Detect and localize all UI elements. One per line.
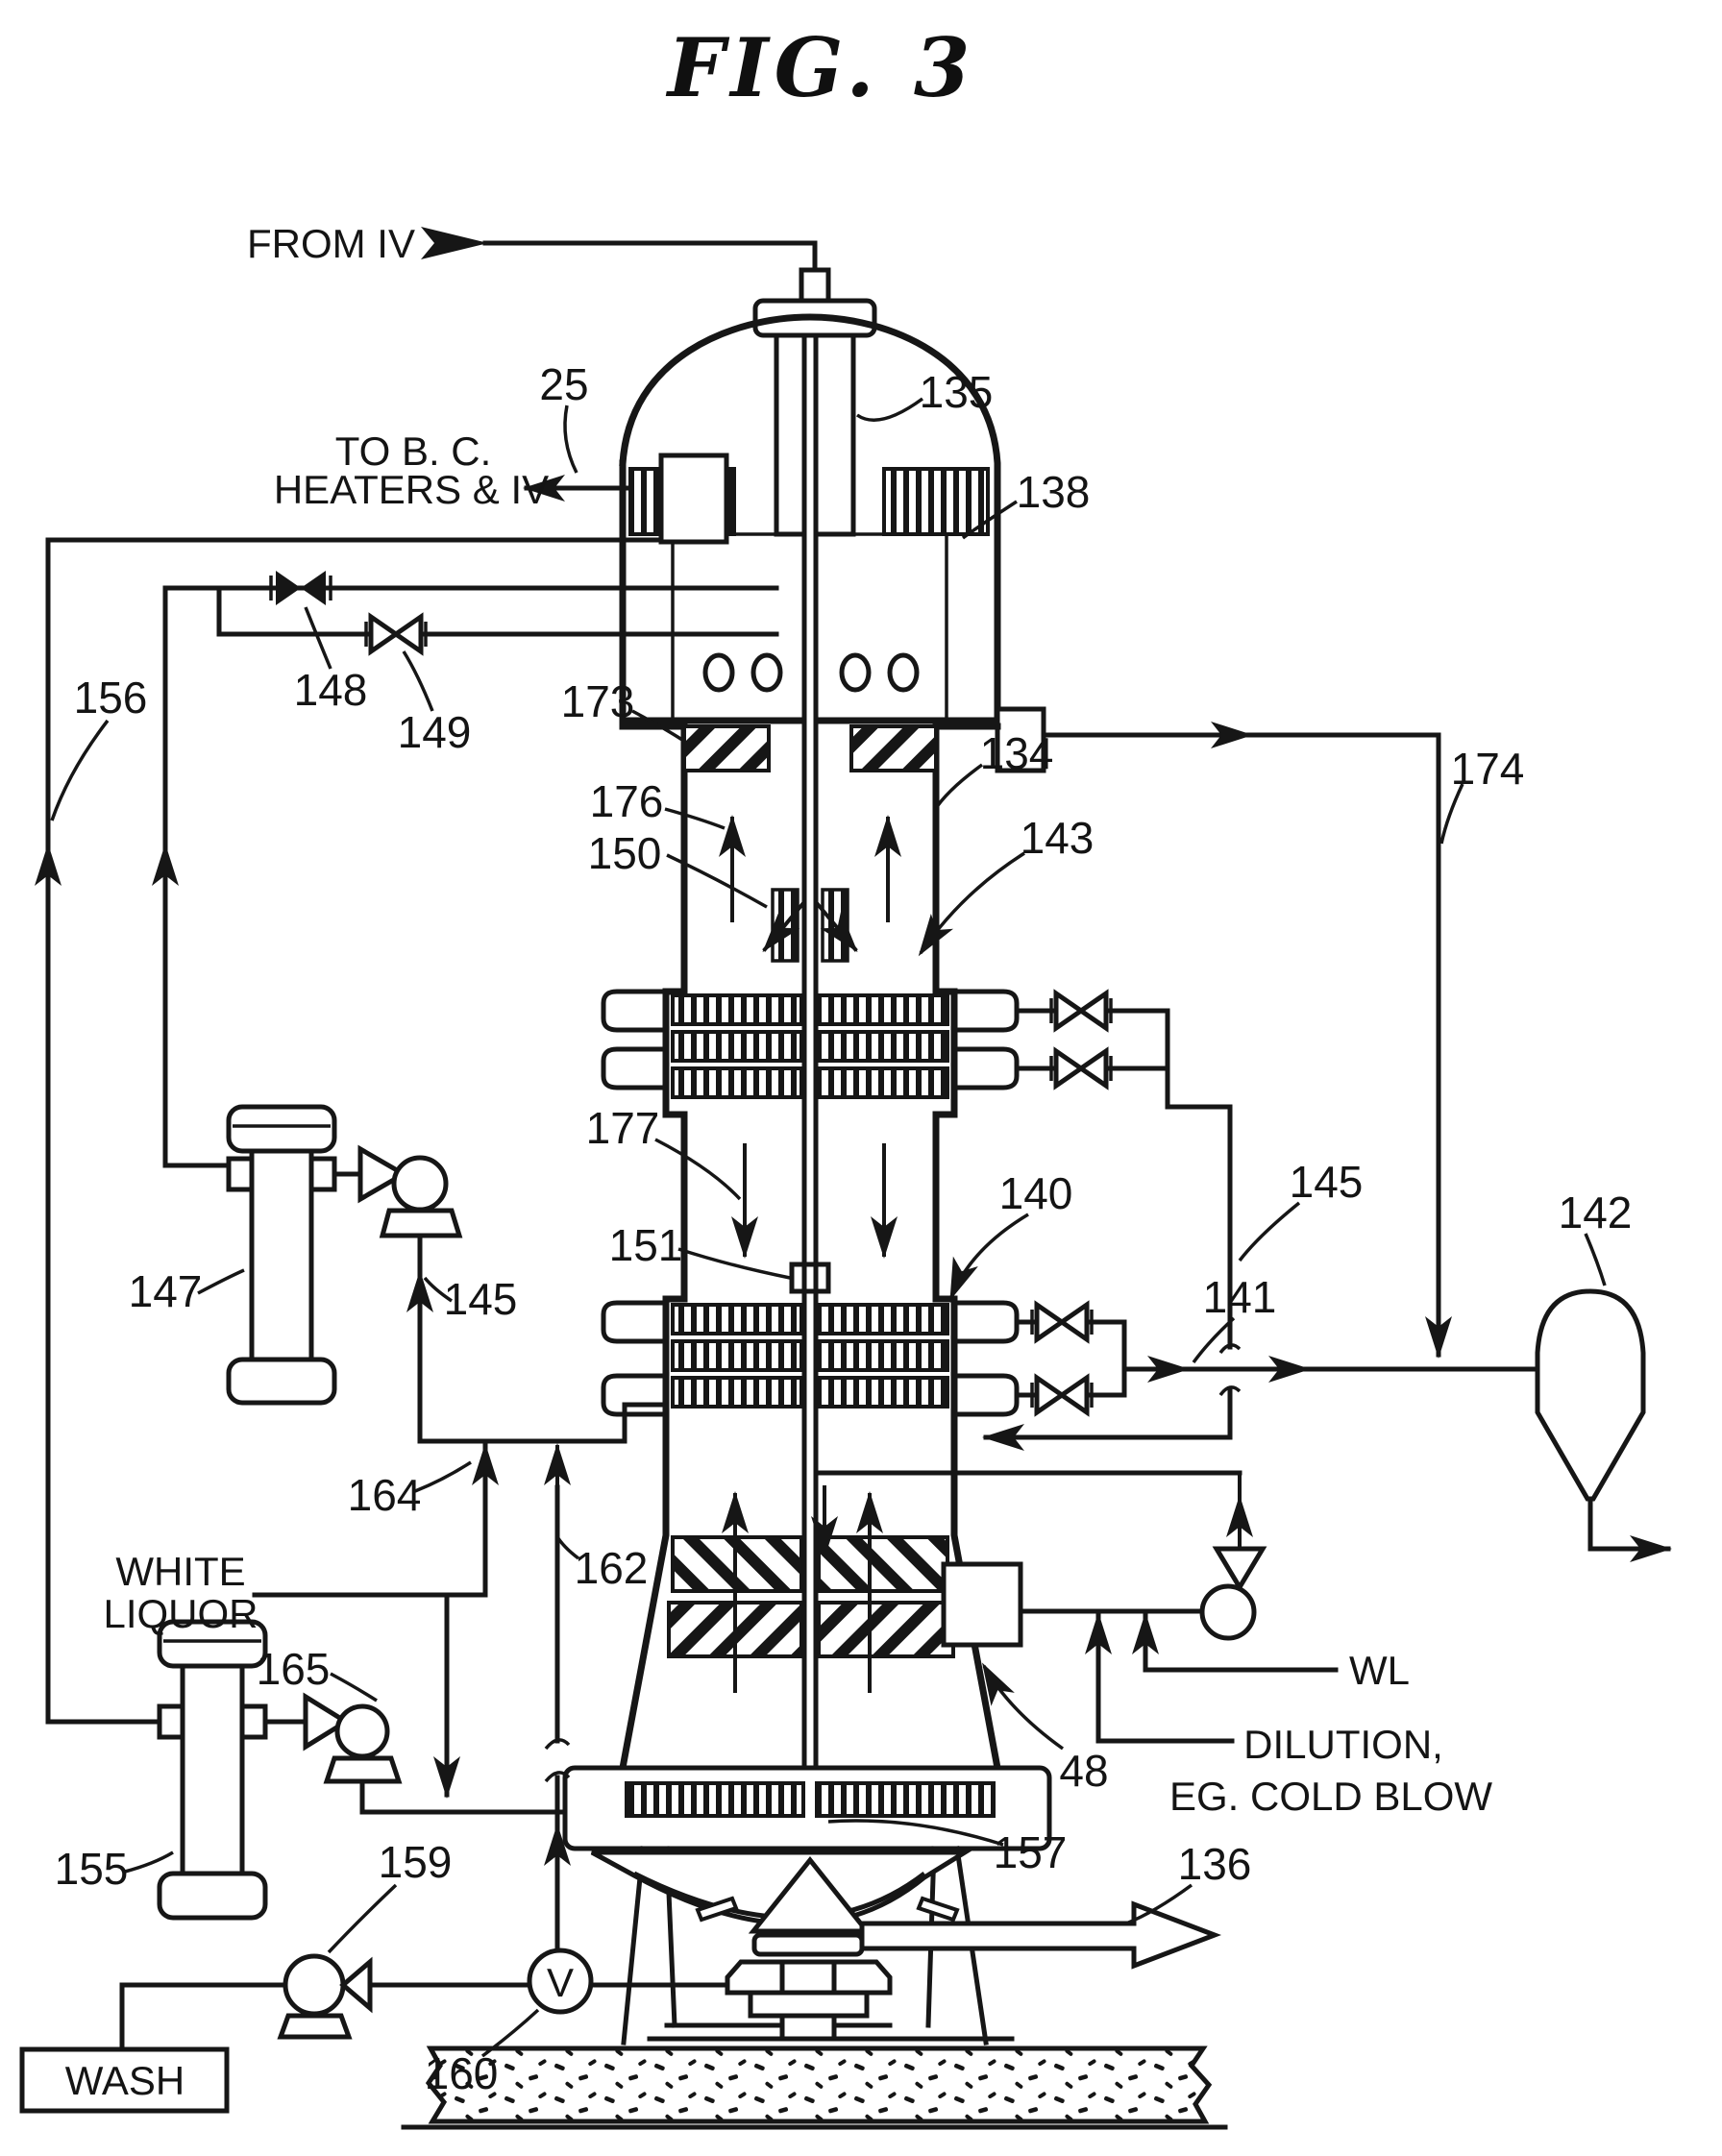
band-173-left [682, 724, 771, 772]
ref-165: 165 [257, 1644, 331, 1694]
wash-label: WASH [65, 2058, 184, 2103]
ref-150: 150 [588, 828, 662, 878]
valve-143-lower [1049, 1046, 1113, 1090]
ref-140: 140 [999, 1168, 1073, 1218]
dome-head [619, 313, 1001, 724]
dilution-label-1: DILUTION, [1243, 1722, 1443, 1767]
ref-141: 141 [1203, 1272, 1277, 1322]
bottom-scraper [590, 1850, 973, 1934]
port-bracket [601, 1373, 670, 1417]
valve-148 [269, 571, 332, 605]
ref-157: 157 [994, 1827, 1068, 1877]
ref-156: 156 [74, 673, 148, 723]
ref-142: 142 [1559, 1188, 1633, 1237]
foundation [401, 2046, 1228, 2130]
pump-165 [303, 1692, 403, 1784]
left-piping [35, 537, 779, 1725]
valve-143-upper [1049, 989, 1113, 1033]
ref-164: 164 [348, 1470, 422, 1520]
heat-exchanger-155 [157, 1619, 308, 1921]
leader-lines [50, 397, 1607, 2058]
white-liquor-circuit [252, 1233, 670, 1951]
ref-138: 138 [1017, 467, 1091, 517]
valve-140-upper [1030, 1300, 1094, 1344]
pump-145 [357, 1144, 463, 1238]
flash-tank-142 [1535, 1288, 1646, 1502]
ref-149: 149 [398, 707, 472, 757]
right-piping [813, 722, 1672, 1744]
ref-148: 148 [294, 665, 368, 715]
dome-outlet-port [658, 453, 729, 545]
ref-147: 147 [129, 1266, 203, 1316]
to-bc-label-2: HEATERS & IV [274, 467, 549, 512]
ref-174: 174 [1451, 744, 1525, 794]
dilution-label-2: EG. COLD BLOW [1169, 1774, 1492, 1819]
ref-25: 25 [539, 359, 588, 409]
from-iv-line [421, 227, 818, 275]
wash-circuit [19, 1948, 730, 2114]
ref-48: 48 [1059, 1746, 1108, 1796]
screen-157-right [815, 1781, 996, 1818]
ref-173: 173 [561, 676, 635, 726]
band-173-right [849, 724, 938, 772]
digester-vessel [562, 267, 1222, 2046]
ref-134: 134 [980, 728, 1054, 778]
figure-title: FIG. 3 [666, 20, 976, 115]
port-bracket [950, 1373, 1020, 1417]
ref-177: 177 [586, 1103, 660, 1153]
white-liquor-label-2: LIQUOR [103, 1591, 258, 1636]
port-bracket [601, 989, 670, 1033]
screen-assembly-143 [671, 993, 949, 1099]
white-liquor-label-1: WHITE [115, 1549, 245, 1594]
port-bracket [601, 1300, 670, 1344]
port-bracket [601, 1046, 670, 1090]
wl-label: WL [1349, 1648, 1410, 1693]
screen-assembly-140 [671, 1303, 949, 1409]
screen-157-left [625, 1781, 805, 1818]
ref-143: 143 [1021, 813, 1095, 863]
to-bc-label-1: TO B. C. [335, 429, 492, 474]
ref-145-left: 145 [444, 1274, 518, 1324]
ref-151: 151 [609, 1220, 683, 1270]
flow-meter-160 [527, 1948, 594, 2015]
side-nozzle-48 [941, 1561, 1023, 1648]
ref-136: 136 [1178, 1839, 1252, 1889]
ref-145-right: 145 [1290, 1157, 1364, 1207]
port-bracket [950, 1300, 1020, 1344]
band-162-lower-right [817, 1601, 955, 1658]
blow-line-arrow [859, 1900, 1222, 1970]
ref-135: 135 [920, 367, 994, 417]
ref-160: 160 [425, 2048, 499, 2098]
ref-155: 155 [55, 1844, 129, 1894]
port-bracket [950, 1046, 1020, 1090]
head-bolts [702, 652, 920, 693]
head-outlet-port [995, 706, 1046, 773]
center-pipe [801, 332, 819, 1861]
port-bracket [950, 989, 1020, 1033]
bottom-outlet-stack [725, 1932, 893, 2042]
dome-screen-right [882, 467, 990, 536]
valve-140-lower [1030, 1373, 1094, 1417]
ref-162: 162 [575, 1543, 649, 1593]
pump-159 [277, 1953, 373, 2040]
device-151 [789, 1262, 831, 1294]
ref-176: 176 [590, 776, 664, 826]
ref-159: 159 [379, 1837, 453, 1887]
valve-149 [364, 612, 428, 656]
heat-exchanger-147 [226, 1104, 363, 1406]
band-162-upper-right [817, 1535, 949, 1593]
from-iv-arrow-icon [421, 227, 488, 259]
flow-meter-symbol: V [547, 1960, 574, 2005]
from-iv-label: FROM IV [247, 221, 415, 266]
wl-pump [1199, 1546, 1267, 1641]
